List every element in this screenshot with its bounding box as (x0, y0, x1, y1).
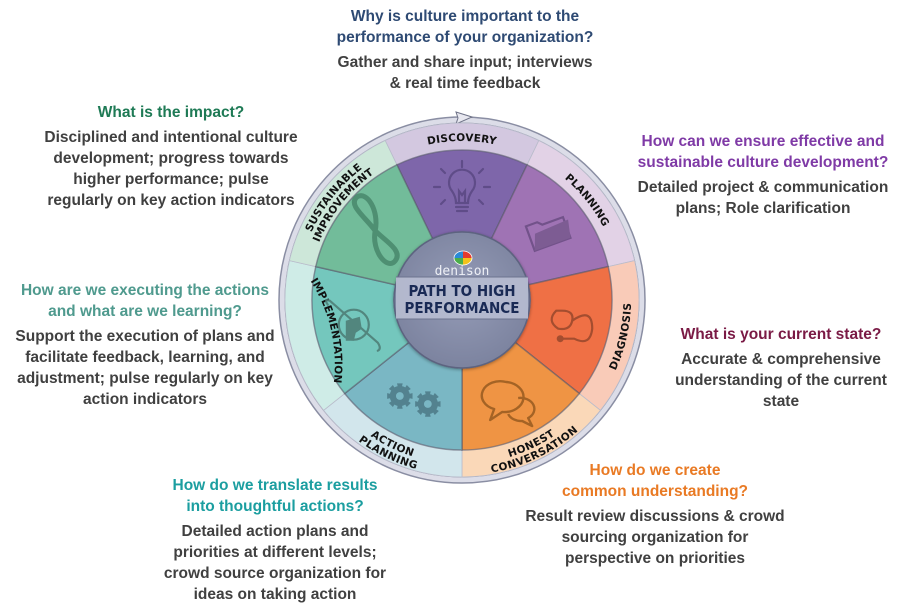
folder-icon (524, 215, 572, 253)
fist-crowbar-icon (325, 299, 381, 352)
callout-discovery: Why is culture important to the performa… (315, 6, 615, 94)
segment-icons (325, 159, 594, 428)
label-discovery: DISCOVERY (426, 132, 498, 148)
center-title-line1: PATH TO HIGH (408, 282, 515, 300)
callout-planning: How can we ensure effective and sustaina… (628, 131, 898, 219)
hub-title-band (396, 277, 528, 319)
callout-answer: Disciplined and intentional culture deve… (44, 129, 298, 209)
callout-answer: Accurate & comprehensive understanding o… (675, 351, 887, 410)
callout-question: Why is culture important to the performa… (336, 8, 594, 46)
callout-diagnosis: What is your current state? Accurate & c… (666, 324, 896, 412)
callout-question: How are we executing the actions and wha… (20, 282, 270, 320)
callout-action-planning: How do we translate results into thought… (150, 475, 400, 605)
callout-question: What is the impact? (97, 104, 245, 121)
callout-question: How do we translate results into thought… (172, 477, 378, 515)
callout-sustainable-improvement: What is the impact? Disciplined and inte… (40, 102, 302, 211)
callout-implementation: How are we executing the actions and wha… (4, 280, 286, 410)
denison-logo-icon (453, 250, 473, 266)
callout-answer: Result review discussions & crowd sourci… (525, 508, 785, 567)
stethoscope-icon (550, 309, 594, 343)
callout-answer: Detailed project & communication plans; … (637, 179, 889, 217)
callout-honest-conversation: How do we create common understanding? R… (520, 460, 790, 569)
infinity-icon (351, 193, 400, 266)
callout-question: How can we ensure effective and sustaina… (637, 133, 889, 171)
center-title-line2: PERFORMANCE (405, 299, 520, 317)
callout-question: What is your current state? (680, 326, 882, 343)
callout-question: How do we create common understanding? (562, 462, 748, 500)
callout-answer: Detailed action plans and priorities at … (163, 523, 387, 603)
gears-icon (387, 383, 441, 417)
callout-answer: Gather and share input; interviews & rea… (337, 54, 593, 92)
callout-answer: Support the execution of plans and facil… (15, 328, 275, 408)
lightbulb-icon (432, 159, 492, 213)
speech-bubbles-icon (480, 380, 536, 428)
brand-name: denison (435, 264, 490, 279)
